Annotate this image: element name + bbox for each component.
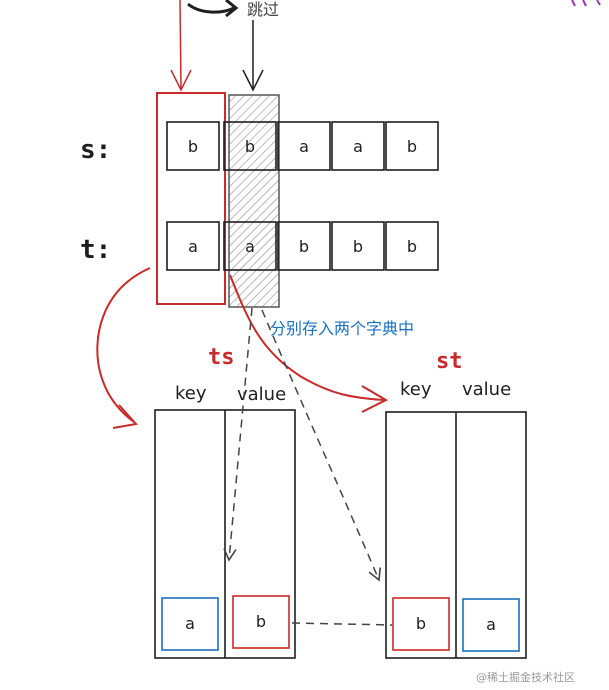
row-t-cell-box [331,221,385,271]
row-t-cell-box [385,221,439,271]
current-pair-frame [156,92,226,305]
purple-mark-fragment [571,0,601,7]
dict-ts-title: ts [208,345,235,370]
dict-st-key-entry: b [416,614,426,633]
skip-curve-arrowhead [225,0,239,18]
dict-ts-key-entry-box [161,597,219,651]
row-s-cell-box [331,121,385,171]
dict-ts-value-header: value [237,384,286,405]
row-s-cell-char: b [407,137,417,156]
row-t-cell-box [166,221,220,271]
row-s-cell-box [166,121,220,171]
row-s-cell-char: b [188,137,198,156]
red-pointer-arrowhead [170,69,192,92]
dict-ts-key-entry: a [185,614,195,633]
dict-ts-value-entry-box [232,595,290,649]
dashed-arrow-to-ts [223,307,253,562]
red-arrow-to-ts [96,267,151,423]
skip-curve-arrow [187,2,235,14]
dict-st-value-entry-box [462,598,520,652]
dict-st-key-header: key [400,379,432,400]
row-t-cell-box [277,221,331,271]
red-arrow-to-st [229,274,385,401]
dict-st-title: st [436,349,463,374]
row-t-cell-box [223,221,277,271]
row-t-cell-char: b [353,237,363,256]
dashed-link-b-entries [291,622,393,626]
split-note: 分别存入两个字典中 [270,319,414,338]
row-label-t: t: [80,235,111,265]
watermark: @稀土掘金技术社区 [476,670,575,684]
row-t-cell-char: a [245,237,255,256]
skip-note: 跳过 [247,0,279,19]
dashed-arrow-to-st [261,309,382,582]
skipped-column-hatch [228,94,280,308]
dict-st-key-entry-box [392,597,450,651]
row-s-cell-char: a [299,137,309,156]
row-s-cell-box [277,121,331,171]
row-t-cell-char: b [407,237,417,256]
row-s-cell-char: a [353,137,363,156]
row-t-cell-char: a [188,237,198,256]
black-pointer-arrowhead [242,69,264,92]
red-arrowhead-to-ts [112,404,138,429]
row-s-cell-box [223,121,277,171]
row-s-cell-box [385,121,439,171]
dict-ts-value-entry: b [256,612,266,631]
dict-ts-key-header: key [175,383,207,404]
row-t-cell-char: b [299,237,309,256]
dict-st-value-entry: a [486,615,496,634]
row-s-cell-char: b [245,137,255,156]
red-pointer-arrow [179,0,182,89]
row-label-s: s: [80,135,111,165]
red-arrowhead-to-st [361,385,389,413]
dict-st-value-header: value [462,379,511,400]
